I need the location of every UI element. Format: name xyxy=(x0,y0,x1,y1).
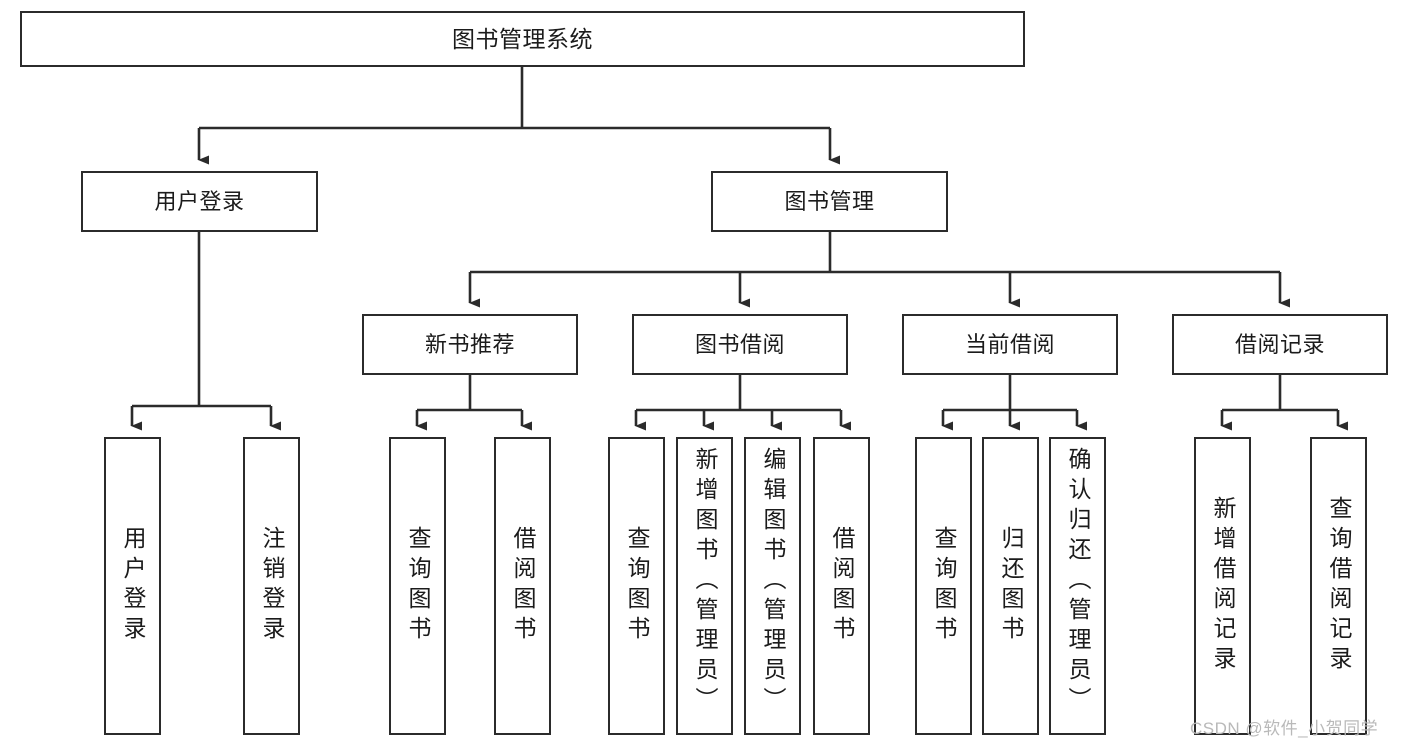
leaf-label: 查询图书 xyxy=(624,526,650,646)
leaf-new-book-query[interactable]: 查询图书 xyxy=(389,437,446,735)
node-book-management-label: 图书管理 xyxy=(784,188,875,214)
node-borrow-record-label: 借阅记录 xyxy=(1234,331,1325,357)
node-book-borrow[interactable]: 图书借阅 xyxy=(632,314,848,375)
leaf-borrow-add-book-admin[interactable]: 新增图书（管理员） xyxy=(676,437,733,735)
leaf-label: 借阅图书 xyxy=(829,526,855,646)
node-new-book-recommendation[interactable]: 新书推荐 xyxy=(362,314,578,375)
leaf-label: 新增图书（管理员） xyxy=(692,447,718,717)
leaf-label: 查询图书 xyxy=(931,526,957,646)
leaf-label: 用户登录 xyxy=(120,526,146,646)
leaf-current-query-book[interactable]: 查询图书 xyxy=(915,437,972,735)
node-borrow-record[interactable]: 借阅记录 xyxy=(1172,314,1388,375)
node-root[interactable]: 图书管理系统 xyxy=(20,11,1025,67)
leaf-label: 编辑图书（管理员） xyxy=(760,447,786,717)
leaf-record-add-record[interactable]: 新增借阅记录 xyxy=(1194,437,1251,735)
node-current-borrow-label: 当前借阅 xyxy=(964,331,1055,357)
node-new-book-recommendation-label: 新书推荐 xyxy=(424,331,515,357)
leaf-label: 确认归还（管理员） xyxy=(1065,447,1091,717)
leaf-borrow-borrow-book[interactable]: 借阅图书 xyxy=(813,437,870,735)
leaf-new-book-borrow[interactable]: 借阅图书 xyxy=(494,437,551,735)
leaf-current-confirm-return-admin[interactable]: 确认归还（管理员） xyxy=(1049,437,1106,735)
node-book-management[interactable]: 图书管理 xyxy=(711,171,948,232)
node-user-login-label: 用户登录 xyxy=(154,188,245,214)
node-current-borrow[interactable]: 当前借阅 xyxy=(902,314,1118,375)
leaf-label: 新增借阅记录 xyxy=(1210,496,1236,676)
leaf-label: 查询借阅记录 xyxy=(1326,496,1352,676)
node-user-login[interactable]: 用户登录 xyxy=(81,171,318,232)
node-root-label: 图书管理系统 xyxy=(452,25,593,52)
leaf-label: 借阅图书 xyxy=(510,526,536,646)
leaf-current-return-book[interactable]: 归还图书 xyxy=(982,437,1039,735)
leaf-label: 注销登录 xyxy=(259,526,285,646)
leaf-user-login-login[interactable]: 用户登录 xyxy=(104,437,161,735)
leaf-borrow-query-book[interactable]: 查询图书 xyxy=(608,437,665,735)
leaf-label: 归还图书 xyxy=(998,526,1024,646)
node-book-borrow-label: 图书借阅 xyxy=(694,331,785,357)
leaf-record-query-record[interactable]: 查询借阅记录 xyxy=(1310,437,1367,735)
watermark-text: CSDN @软件_小贺同学 xyxy=(1190,719,1379,738)
leaf-user-login-logout[interactable]: 注销登录 xyxy=(243,437,300,735)
leaf-label: 查询图书 xyxy=(405,526,431,646)
leaf-borrow-edit-book-admin[interactable]: 编辑图书（管理员） xyxy=(744,437,801,735)
